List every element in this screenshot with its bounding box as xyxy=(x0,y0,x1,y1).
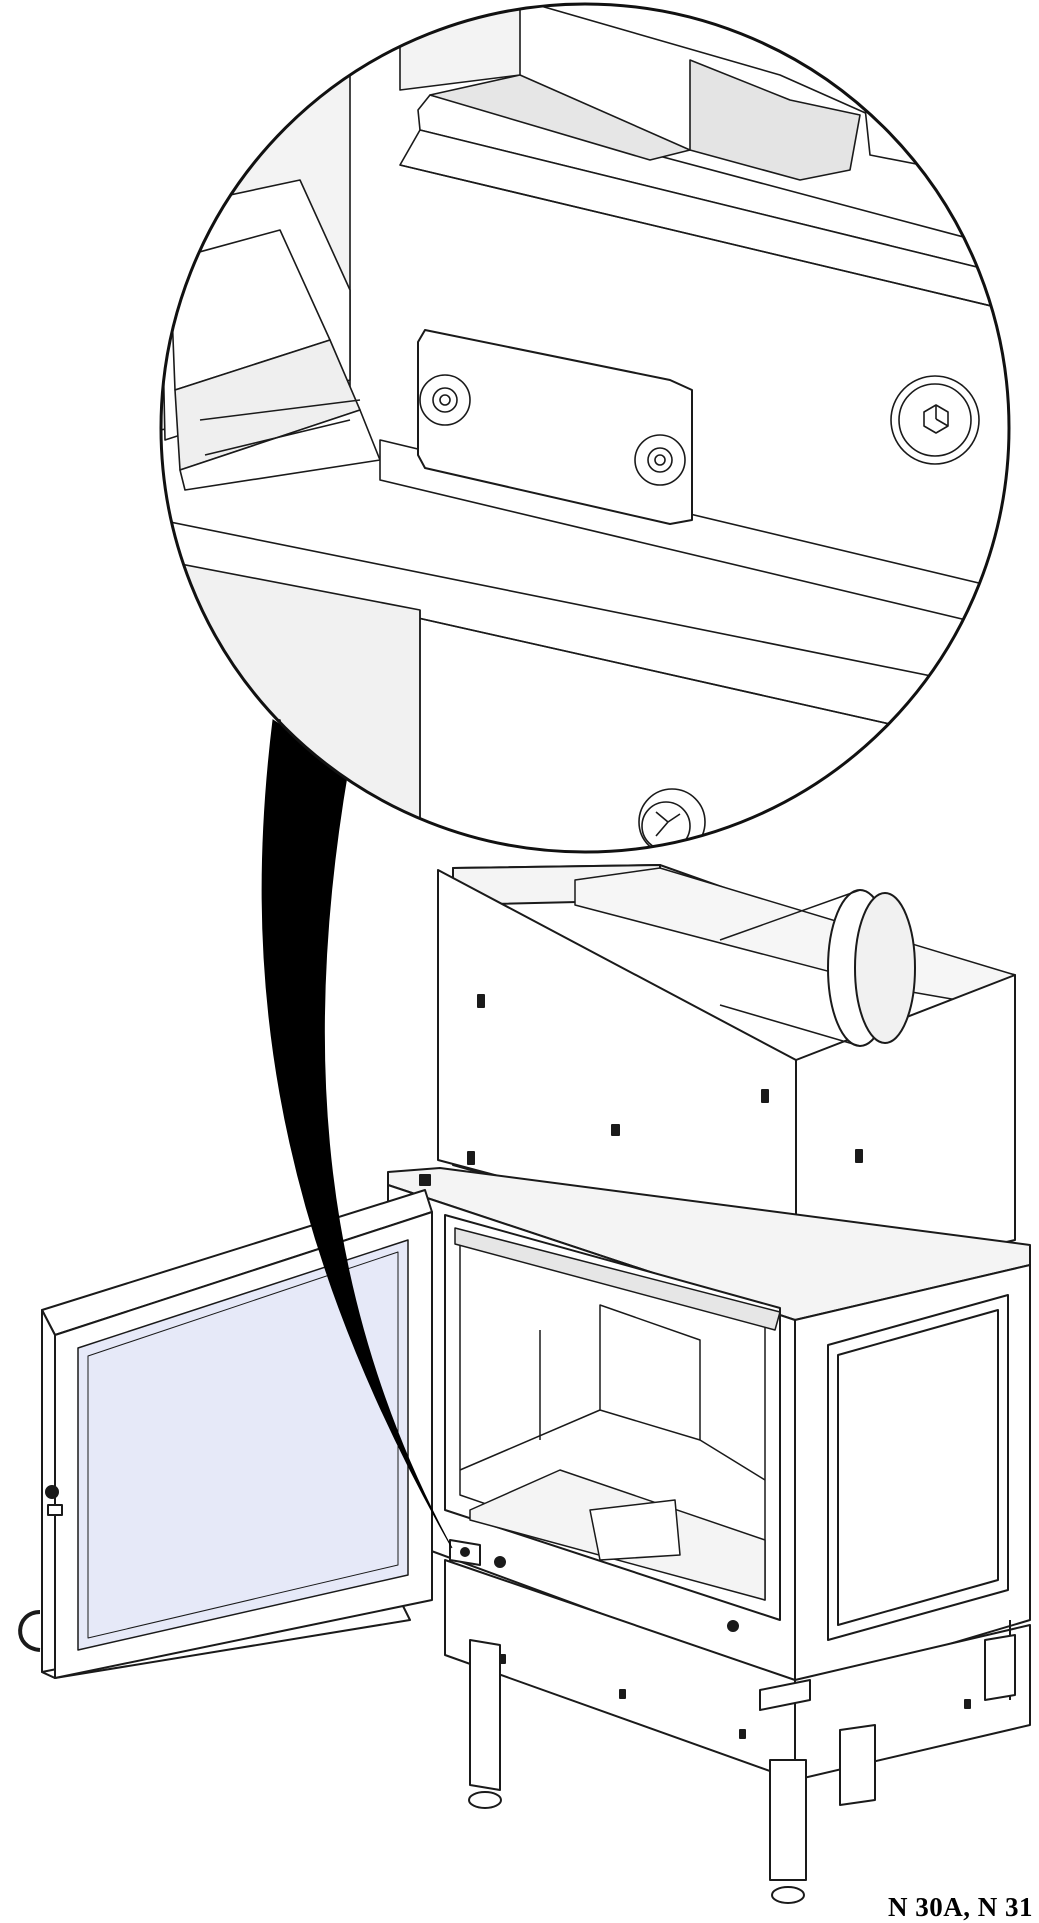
open-door xyxy=(18,1189,433,1679)
figure-caption: N 30A, N 31 xyxy=(888,1892,1033,1922)
firebox-frame xyxy=(387,1167,1031,1691)
detail-leader xyxy=(261,719,453,1549)
upper-casing xyxy=(437,864,1016,1291)
legs xyxy=(468,1634,1016,1904)
fireplace-insert xyxy=(18,864,1031,1904)
